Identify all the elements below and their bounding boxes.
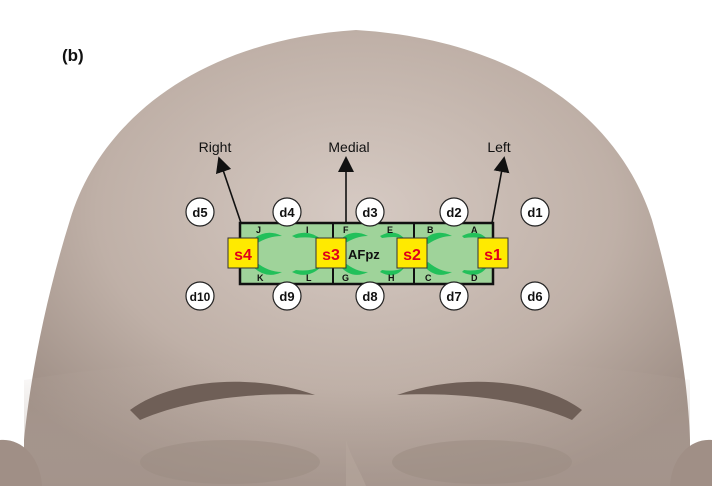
source-s2: s2 — [397, 238, 427, 268]
source-s4: s4 — [228, 238, 258, 268]
channel-label-i: I — [306, 225, 309, 235]
channel-label-d: D — [471, 273, 478, 283]
source-s3-label: s3 — [322, 247, 340, 264]
left-eye-shadow — [392, 440, 572, 484]
source-s4-label: s4 — [234, 247, 252, 264]
channel-label-g: G — [342, 273, 349, 283]
channel-label-e: E — [387, 225, 393, 235]
detector-d3-label: d3 — [362, 205, 377, 220]
channel-label-a: A — [471, 225, 478, 235]
channel-label-j: J — [256, 225, 261, 235]
source-s1: s1 — [478, 238, 508, 268]
detector-d4-label: d4 — [279, 205, 295, 220]
detector-d1-label: d1 — [527, 205, 542, 220]
source-s1-label: s1 — [484, 247, 502, 264]
source-s2-label: s2 — [403, 247, 421, 264]
channel-label-h: H — [388, 273, 395, 283]
detector-d7-label: d7 — [446, 289, 461, 304]
source-s3: s3 — [316, 238, 346, 268]
right-eye-shadow — [140, 440, 320, 484]
direction-right-label: Right — [199, 139, 232, 155]
detector-d10-label: d10 — [190, 290, 211, 304]
channel-label-l: L — [306, 273, 312, 283]
detector-d9-label: d9 — [279, 289, 294, 304]
direction-left-label: Left — [487, 139, 510, 155]
center-label: AFpz — [348, 247, 380, 262]
detector-d6-label: d6 — [527, 289, 542, 304]
channel-label-b: B — [427, 225, 434, 235]
channel-label-k: K — [257, 273, 264, 283]
detector-d5-label: d5 — [192, 205, 207, 220]
detector-d8-label: d8 — [362, 289, 377, 304]
channel-label-c: C — [425, 273, 432, 283]
direction-medial-label: Medial — [328, 139, 369, 155]
channel-label-f: F — [343, 225, 349, 235]
detector-d2-label: d2 — [446, 205, 461, 220]
